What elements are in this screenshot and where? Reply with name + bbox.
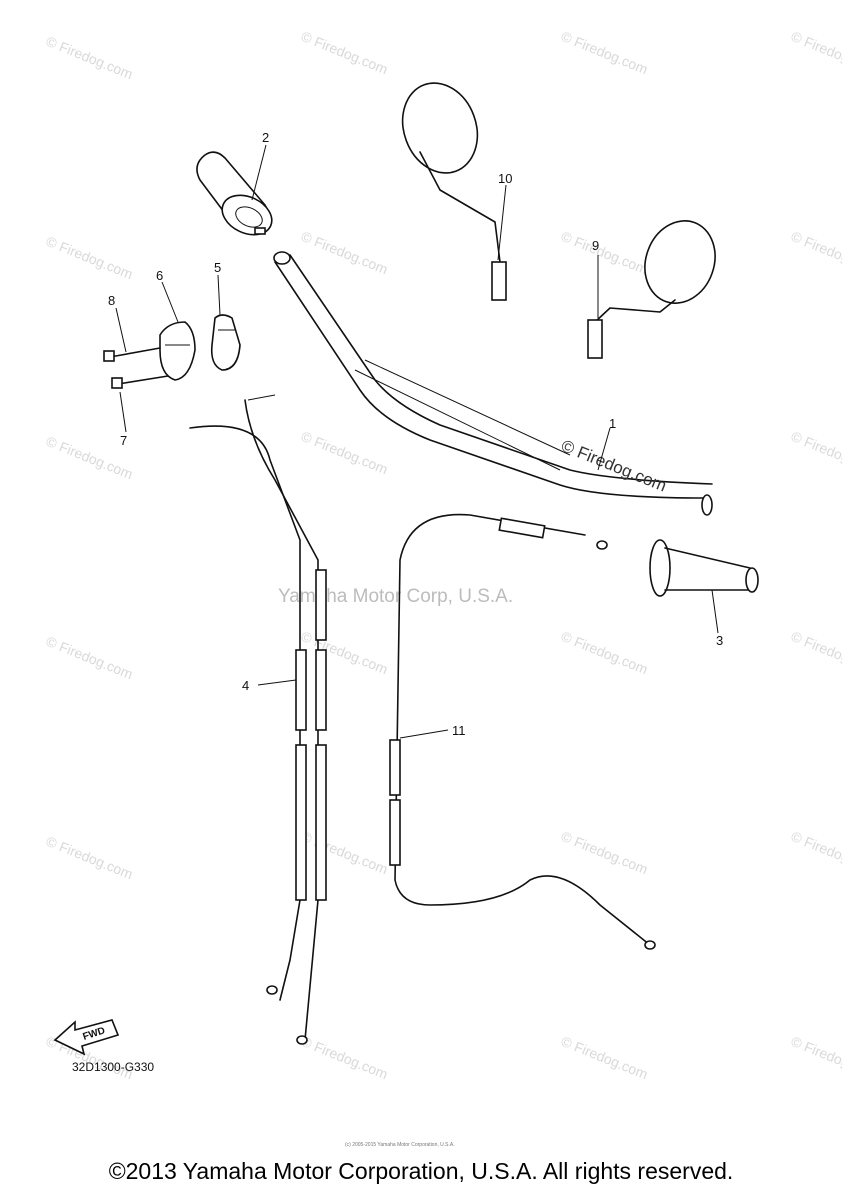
watermark-text: © Firedog.com xyxy=(789,828,842,877)
callout-2: 2 xyxy=(262,130,269,145)
throttle-grip xyxy=(196,151,273,236)
mirror-9 xyxy=(587,220,716,359)
screw-7 xyxy=(111,375,169,389)
watermark-text: © Firedog.com xyxy=(559,828,650,877)
watermark-text: © Firedog.com xyxy=(299,228,390,277)
diagram-code: 32D1300-G330 xyxy=(72,1060,154,1074)
watermark-text: © Firedog.com xyxy=(299,1033,390,1082)
callout-3: 3 xyxy=(716,633,723,648)
watermark-text: © Firedog.com xyxy=(44,233,135,282)
watermark-text: © Firedog.com xyxy=(299,428,390,477)
callout-10: 10 xyxy=(498,171,512,186)
watermark-text: © Firedog.com xyxy=(789,628,842,677)
watermark-text: © Firedog.com xyxy=(789,228,842,277)
throttle-cables xyxy=(189,394,327,1045)
screw-8 xyxy=(103,347,161,362)
watermark-text: © Firedog.com xyxy=(299,828,390,877)
switch-housing-6 xyxy=(159,321,196,381)
watermark-text: © Firedog.com xyxy=(789,428,842,477)
callout-7: 7 xyxy=(120,433,127,448)
callout-8: 8 xyxy=(108,293,115,308)
watermark-text: © Firedog.com xyxy=(299,28,390,77)
switch-housing-5 xyxy=(210,314,241,371)
callout-labels: 1 2 3 4 5 6 7 8 9 10 11 xyxy=(108,130,723,738)
left-grip xyxy=(649,539,759,597)
tiny-notice: (c) 2005-2015 Yamaha Motor Corporation, … xyxy=(345,1142,455,1148)
leader-lines xyxy=(115,144,719,739)
watermark-text: © Firedog.com xyxy=(559,28,650,77)
watermark-text: © Firedog.com xyxy=(559,628,650,677)
callout-6: 6 xyxy=(156,268,163,283)
watermark-text: © Firedog.com xyxy=(559,228,650,277)
watermark-text: © Firedog.com xyxy=(44,833,135,882)
corp-watermark: Yamaha Motor Corp, U.S.A. xyxy=(278,586,513,607)
copyright-footer: ©2013 Yamaha Motor Corporation, U.S.A. A… xyxy=(108,1158,734,1184)
watermark-text: © Firedog.com xyxy=(559,1033,650,1082)
callout-9: 9 xyxy=(592,238,599,253)
fwd-arrow: FWD xyxy=(53,1019,120,1056)
watermark-text: © Firedog.com xyxy=(789,1033,842,1082)
callout-11: 11 xyxy=(452,723,466,738)
watermark-text: © Firedog.com xyxy=(299,628,390,677)
watermark-text: © Firedog.com xyxy=(44,633,135,682)
watermark-layer: © Firedog.com © Firedog.com © Firedog.co… xyxy=(44,28,842,1082)
callout-4: 4 xyxy=(242,678,249,693)
mirror-10 xyxy=(401,82,507,301)
watermark-text: © Firedog.com xyxy=(789,28,842,77)
callout-5: 5 xyxy=(214,260,221,275)
watermark-highlight: © Firedog.com xyxy=(559,436,670,495)
clutch-cable xyxy=(389,513,656,950)
callout-1: 1 xyxy=(609,416,616,431)
watermark-text: © Firedog.com xyxy=(44,33,135,82)
